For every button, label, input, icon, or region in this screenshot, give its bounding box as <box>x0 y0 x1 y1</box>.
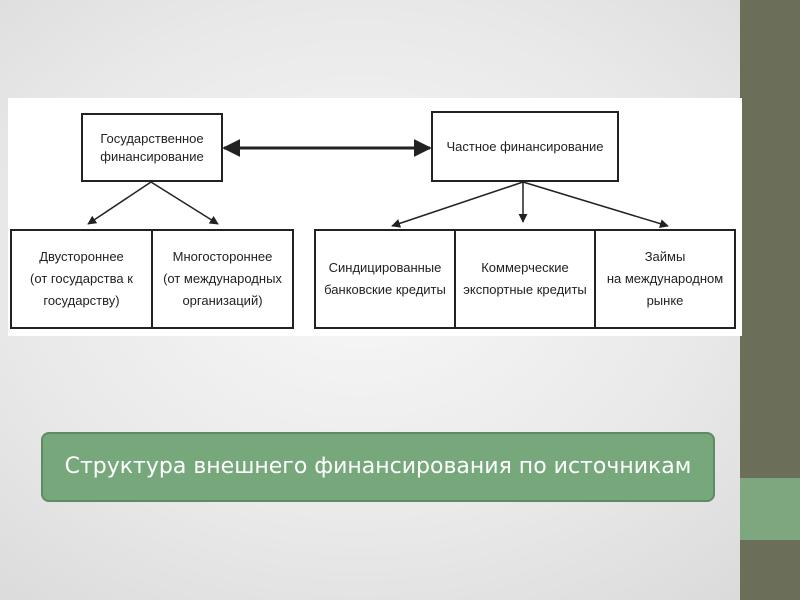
financing-structure-diagram: Государственное финансирование Частное ф… <box>8 98 742 336</box>
bilateral-cell: Двустороннее (от государства к государст… <box>30 249 133 308</box>
private-children-row: Синдицированные банковские кредиты Комме… <box>314 229 736 329</box>
slide-caption: Структура внешнего финансирования по ист… <box>41 432 715 502</box>
private-to-loans-arrow <box>522 181 669 228</box>
gov-to-multilateral-arrow <box>150 181 219 225</box>
gov-to-bilateral-arrow <box>87 181 152 225</box>
multilateral-cell: Многостороннее (от международных организ… <box>151 231 292 327</box>
private-to-syndicated-arrow <box>391 181 524 228</box>
gov-financing-box: Государственное финансирование <box>81 113 223 182</box>
gov-children-row: Двустороннее (от государства к государст… <box>10 229 294 329</box>
export-credits-cell: Коммерческие экспортные кредиты <box>454 231 594 327</box>
international-loans-cell: Займы на международном рынке <box>594 231 734 327</box>
private-financing-box: Частное финансирование <box>431 111 619 182</box>
syndicated-loans-cell: Синдицированные банковские кредиты <box>324 260 446 297</box>
side-bar-accent <box>740 478 800 540</box>
diagram-connectors <box>87 139 669 228</box>
